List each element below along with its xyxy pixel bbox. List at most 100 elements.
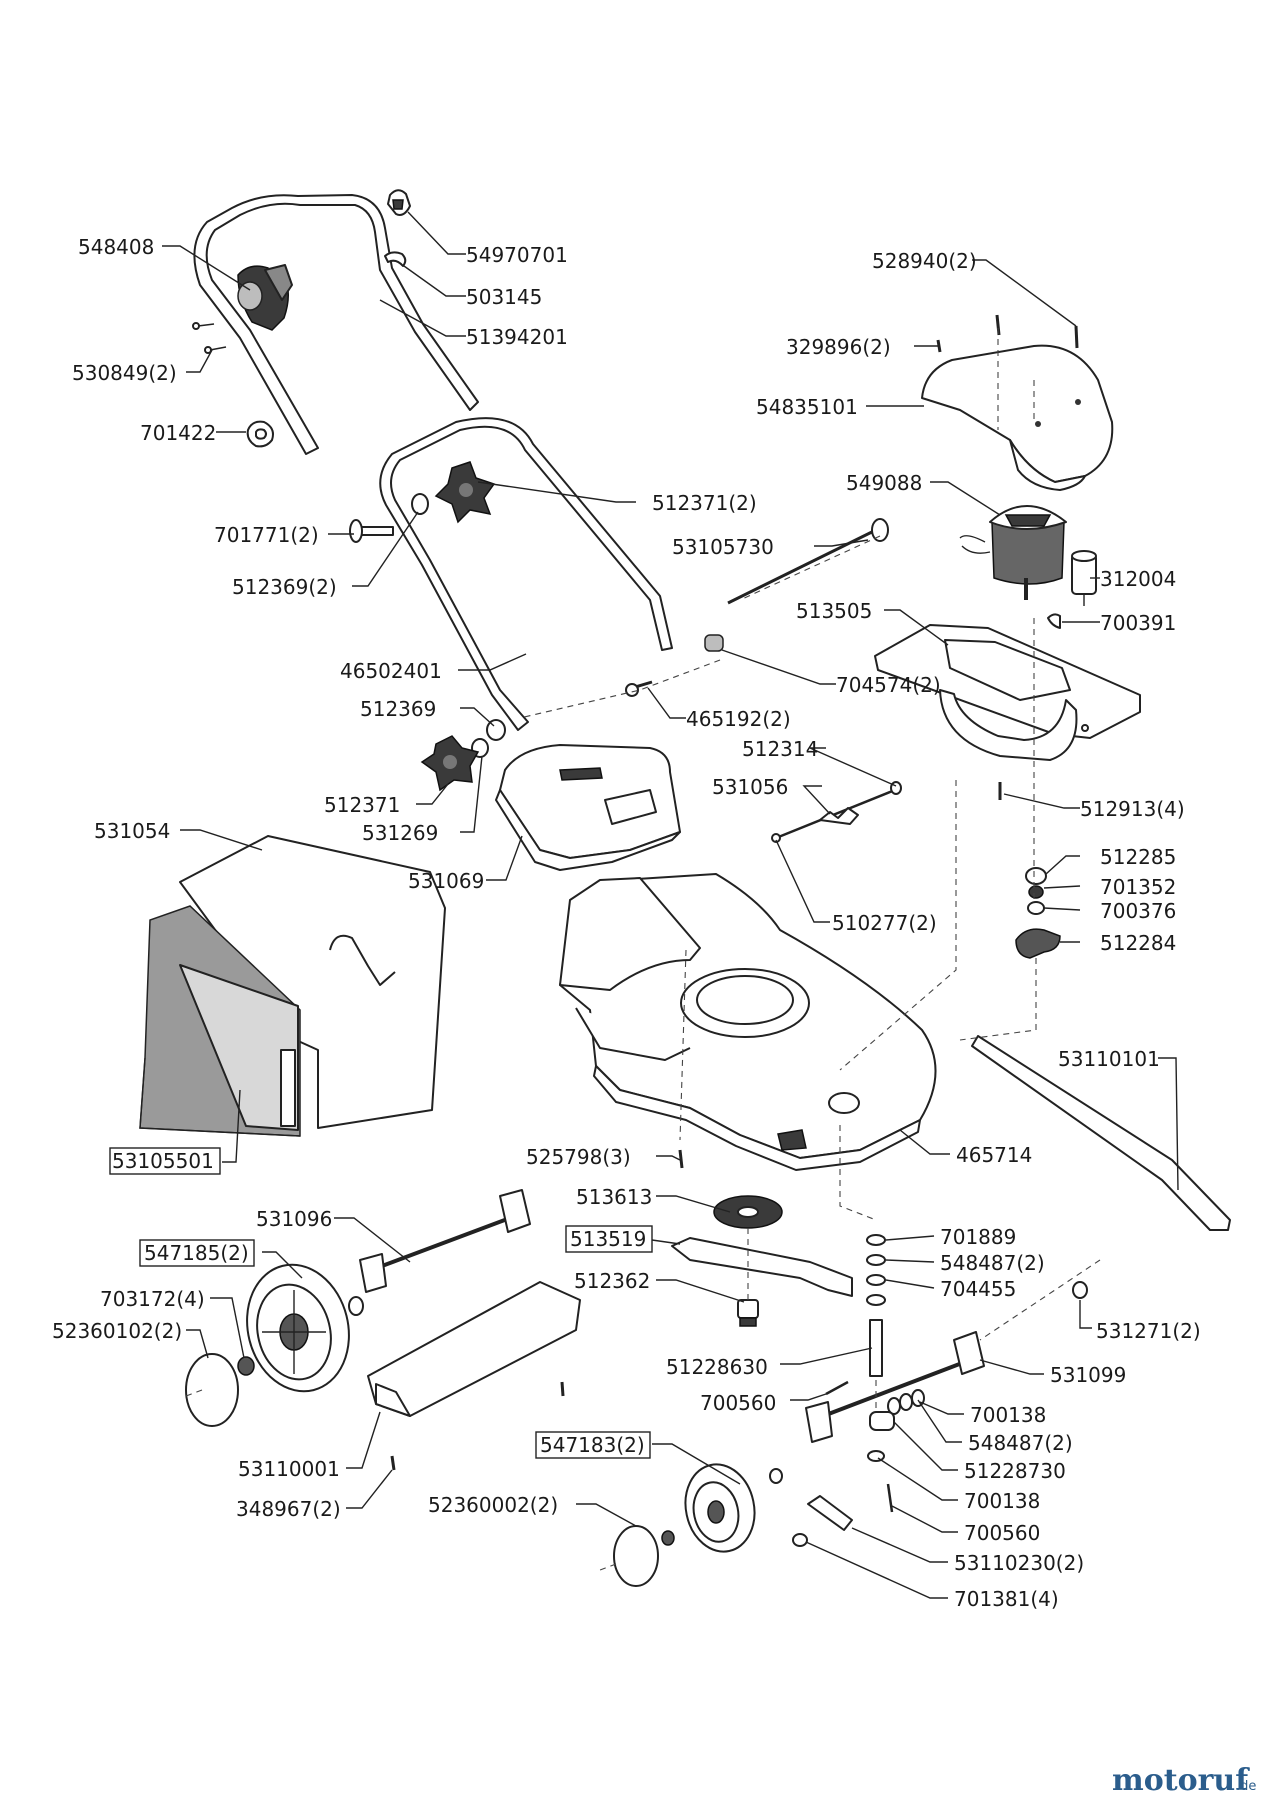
- cap-512285: [1025, 867, 1047, 885]
- label-512371: 512371: [324, 793, 400, 817]
- washer-stack-front: [866, 1234, 886, 1306]
- label-52360002: 52360002(2): [428, 1493, 558, 1517]
- hubcap-rear: [613, 1525, 659, 1587]
- chute-flap: [495, 744, 681, 871]
- label-704455: 704455: [940, 1277, 1016, 1301]
- washer-701381: [792, 1533, 808, 1547]
- label-51228630: 51228630: [666, 1355, 768, 1379]
- label-54970701: 54970701: [466, 243, 568, 267]
- carriage-bolt: [349, 519, 394, 543]
- lower-handle: [379, 417, 673, 731]
- retaining-clip: [384, 251, 407, 267]
- label-465714: 465714: [956, 1143, 1032, 1167]
- label-53110230: 53110230(2): [954, 1551, 1084, 1575]
- label-53110001: 53110001: [238, 1457, 340, 1481]
- hub-washer-front: [348, 1296, 364, 1316]
- upper-handle: [193, 194, 479, 455]
- axle-pin-rear: [869, 1411, 895, 1431]
- label-frames: [109, 1147, 653, 1459]
- label-52360102: 52360102(2): [52, 1319, 182, 1343]
- label-530849: 530849(2): [72, 361, 177, 385]
- label-547185: 547185(2): [144, 1241, 249, 1265]
- rear-axle-bar: [971, 1035, 1231, 1231]
- watermark: motoruf .de: [1112, 1763, 1256, 1798]
- label-513613: 513613: [576, 1185, 652, 1209]
- front-axle: [359, 1189, 531, 1293]
- bag-handle: [329, 934, 396, 986]
- label-503145: 503145: [466, 285, 542, 309]
- pin-700560-a: [825, 1380, 849, 1396]
- label-531099: 531099: [1050, 1363, 1126, 1387]
- nut-701352: [1028, 885, 1044, 899]
- grass-bag: [139, 905, 301, 1137]
- label-51228730: 51228730: [964, 1459, 1066, 1483]
- label-701889: 701889: [940, 1225, 1016, 1249]
- label-701381: 701381(4): [954, 1587, 1059, 1611]
- height-knob: [1015, 928, 1061, 959]
- label-547183: 547183(2): [540, 1433, 645, 1457]
- watermark-brand: motoruf: [1112, 1763, 1250, 1798]
- label-51394201: 51394201: [466, 325, 568, 349]
- cap-531271: [1072, 1281, 1088, 1299]
- label-512371-2: 512371(2): [652, 491, 757, 515]
- label-512913: 512913(4): [1080, 797, 1185, 821]
- grass-bag-frame: [179, 835, 446, 1129]
- label-512369-2: 512369(2): [232, 575, 337, 599]
- label-700138-b: 700138: [964, 1489, 1040, 1513]
- flap-screw-2: [560, 1381, 565, 1397]
- label-46502401: 46502401: [340, 659, 442, 683]
- electric-motor: [959, 505, 1067, 600]
- star-knob-lower: [420, 735, 480, 792]
- cotter-pin: [625, 680, 653, 697]
- label-513505: 513505: [796, 599, 872, 623]
- hub-nut-rear: [661, 1530, 675, 1546]
- star-knob-upper: [434, 461, 496, 524]
- blade-fan: [713, 1195, 783, 1229]
- label-704574: 704574(2): [836, 673, 941, 697]
- bracket-53110230: [807, 1495, 853, 1531]
- washer-700376: [1027, 901, 1045, 915]
- label-513519: 513519: [570, 1227, 646, 1251]
- label-548487-a: 548487(2): [940, 1251, 1045, 1275]
- label-548408: 548408: [78, 235, 154, 259]
- switch-box: [237, 264, 293, 331]
- label-531271: 531271(2): [1096, 1319, 1201, 1343]
- washer-lower: [486, 719, 506, 741]
- assembly-lines: [185, 328, 1101, 1571]
- label-700391: 700391: [1100, 611, 1176, 635]
- label-700560-a: 700560: [700, 1391, 776, 1415]
- cutting-blade: [671, 1237, 853, 1297]
- label-465192: 465192(2): [686, 707, 791, 731]
- label-701771: 701771(2): [214, 523, 319, 547]
- label-701352: 701352: [1100, 875, 1176, 899]
- motor-plate: [874, 624, 1141, 761]
- label-54835101: 54835101: [756, 395, 858, 419]
- label-700376: 700376: [1100, 899, 1176, 923]
- label-512362: 512362: [574, 1269, 650, 1293]
- hubcap-front: [185, 1353, 239, 1427]
- label-531056: 531056: [712, 775, 788, 799]
- deck-screw: [678, 1149, 684, 1169]
- callout-labels: 548408 54970701 503145 51394201 530849(2…: [52, 235, 1201, 1611]
- label-312004: 312004: [1100, 567, 1176, 591]
- flap-screw: [390, 1455, 396, 1471]
- capacitor: [1071, 550, 1097, 606]
- label-701422: 701422: [140, 421, 216, 445]
- washer-700138-b: [867, 1450, 885, 1462]
- label-548487-b: 548487(2): [968, 1431, 1073, 1455]
- label-53105730: 53105730: [672, 535, 774, 559]
- motor-cover: [921, 344, 1114, 491]
- label-512284: 512284: [1100, 931, 1176, 955]
- part-drawings: [139, 189, 1231, 1587]
- hub-nut-front: [237, 1356, 255, 1376]
- label-531269: 531269: [362, 821, 438, 845]
- label-512285: 512285: [1100, 845, 1176, 869]
- label-525798: 525798(3): [526, 1145, 631, 1169]
- wheel-front: [246, 1263, 350, 1393]
- clip-700391: [1047, 613, 1061, 629]
- small-screws: [192, 322, 227, 354]
- cap-nut: [704, 634, 724, 652]
- label-53110101: 53110101: [1058, 1047, 1160, 1071]
